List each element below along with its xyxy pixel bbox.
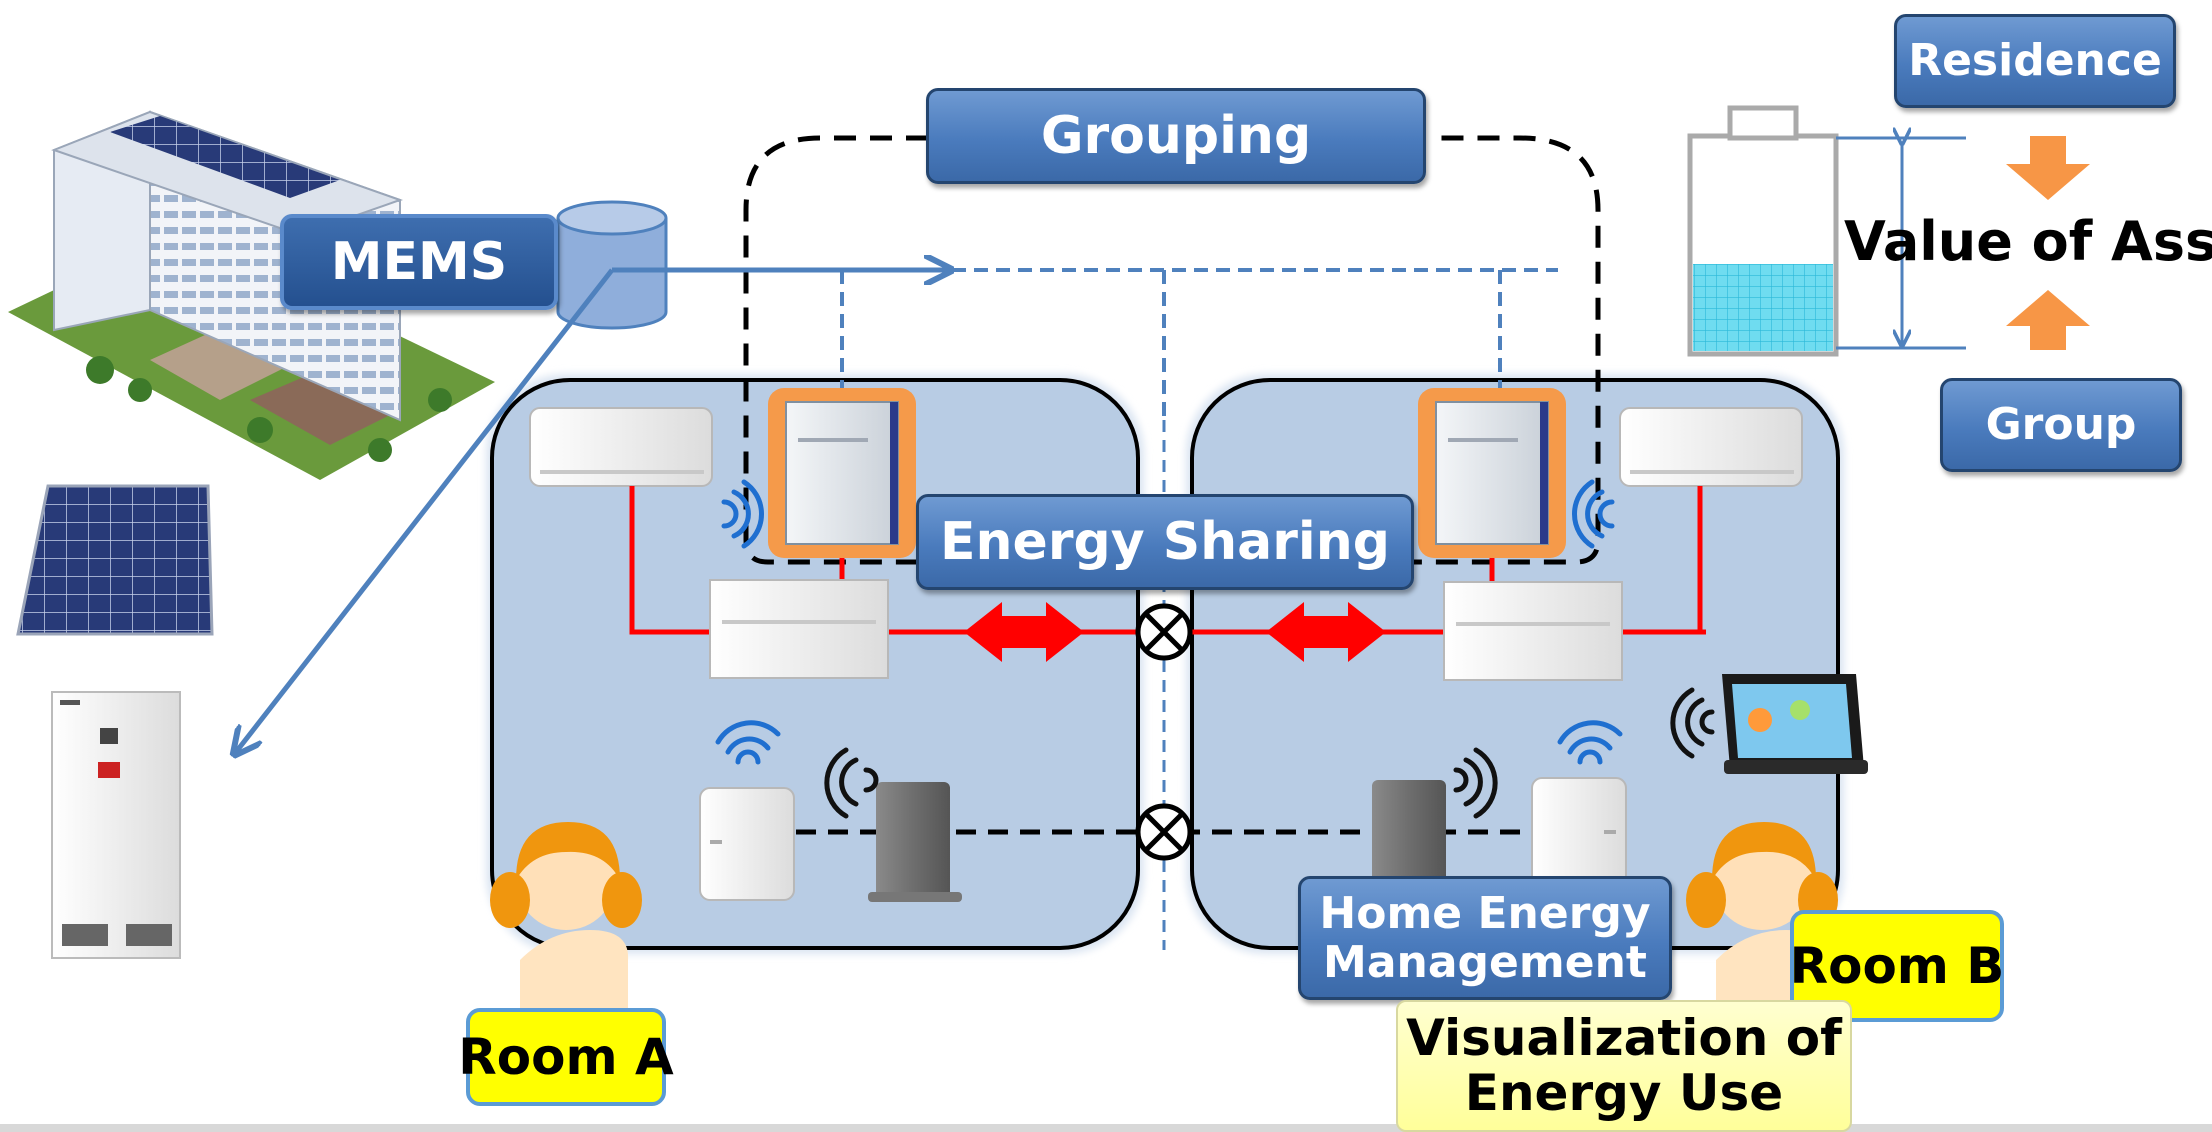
energy-sharing-label: Energy Sharing (916, 494, 1414, 590)
room-a-tag: Room A (458, 1008, 674, 1106)
residence-label: Residence (1894, 14, 2176, 108)
visualization-line-1: Visualization of (1406, 1009, 1842, 1067)
asset-battery-gauge (1687, 105, 1839, 357)
solar-panel-image (16, 484, 214, 636)
home-energy-management-line-2: Management (1323, 937, 1647, 988)
energy-exchange-arrow-a (964, 602, 1084, 662)
mems-label: MEMS (280, 214, 558, 310)
grouping-boundary (743, 135, 1601, 565)
room-b-tag: Room B (1790, 910, 2004, 1022)
power-junction-icon (1135, 603, 1193, 661)
value-of-asset-text: Value of Asset (1844, 210, 2212, 273)
battery-unit-room-a (768, 388, 916, 558)
wireless-signal-icon (824, 747, 879, 819)
distribution-board-room-b (1443, 581, 1623, 681)
distribution-board-room-a (709, 579, 889, 679)
wifi-signal-icon (715, 720, 781, 765)
wifi-signal-icon (721, 479, 764, 549)
bottom-strip (0, 1124, 2212, 1132)
wireless-signal-icon (1453, 747, 1498, 819)
energy-exchange-arrow-b (1266, 602, 1386, 662)
air-conditioner-room-a (529, 407, 713, 487)
residence-down-arrow (2006, 136, 2090, 200)
battery-unit-room-b (1418, 388, 1566, 558)
wifi-signal-icon (1572, 479, 1615, 549)
grouping-label: Grouping (926, 88, 1426, 184)
apartment-building-image (8, 110, 495, 480)
mems-to-cabinet-arrow (236, 268, 614, 752)
mems-database-icon (556, 200, 668, 330)
storage-cabinet-image (51, 691, 181, 959)
group-label: Group (1940, 378, 2182, 472)
group-up-arrow (2006, 290, 2090, 350)
wifi-signal-icon (1557, 720, 1623, 765)
visualization-line-2: Energy Use (1464, 1064, 1784, 1122)
home-gateway-room-a (699, 787, 795, 901)
home-energy-management-line-1: Home Energy (1319, 887, 1651, 939)
air-conditioner-room-b (1619, 407, 1803, 487)
network-junction-icon (1135, 803, 1193, 861)
home-energy-management-label: Home Energy Management (1298, 876, 1672, 1000)
router-room-a (868, 782, 962, 902)
tablet-display-image (1722, 674, 1868, 774)
asset-range-bracket (1836, 138, 1966, 350)
visualization-of-energy-use-label: Visualization of Energy Use (1396, 1000, 1852, 1132)
wireless-signal-icon (1670, 687, 1715, 759)
